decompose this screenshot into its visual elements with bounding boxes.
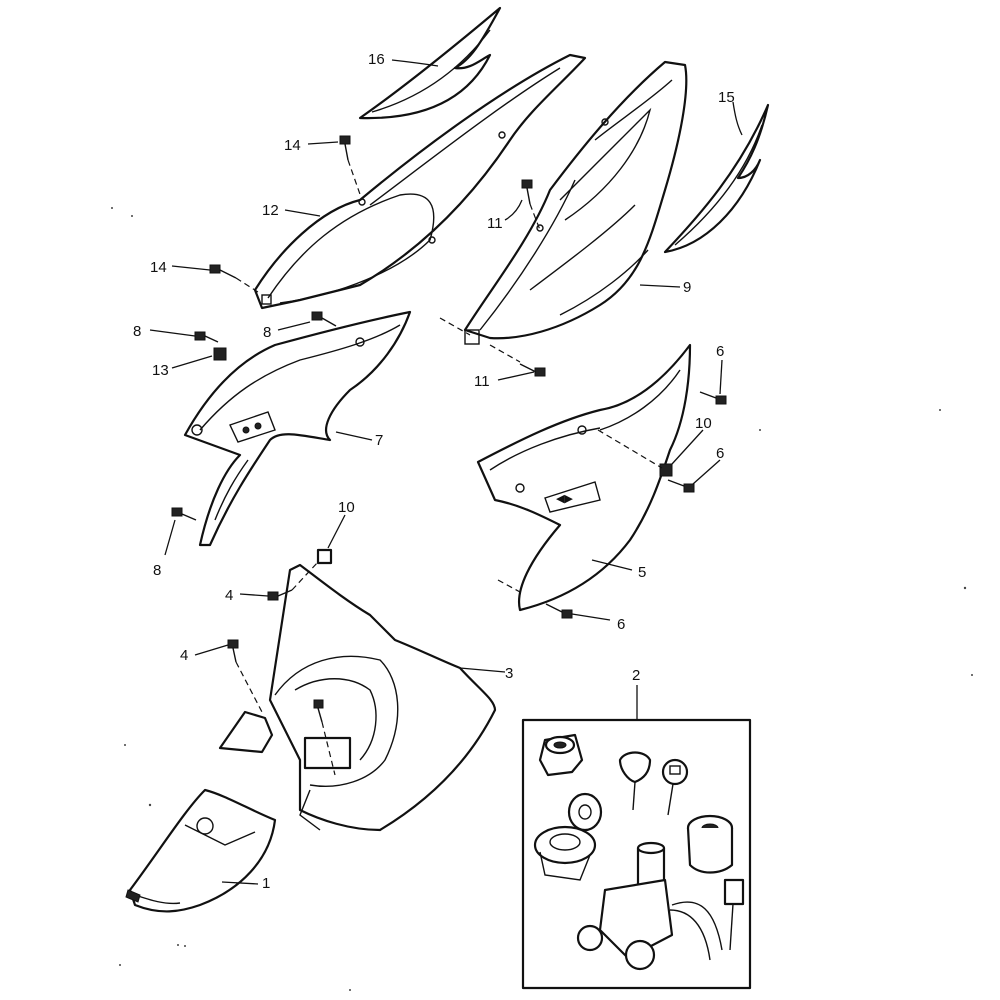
screw-icon [311,311,337,327]
assembly-lines [235,159,663,776]
part-15-decal [663,103,770,254]
screw-icon [209,264,237,279]
nut-icon [316,548,333,565]
callout-15: 15 [718,89,735,106]
screw-icon [313,699,324,723]
screw-icon [545,603,573,619]
part-12-side-cover [253,53,587,310]
callout-1: 1 [262,875,270,892]
scan-specks [111,207,973,991]
screw-icon [227,639,239,663]
fasteners [171,135,727,723]
key-icon [661,758,689,816]
screw-icon [667,479,695,493]
screw-icon [171,507,197,521]
callout-6: 6 [617,616,625,633]
seat-lock-icon [538,733,584,777]
part-16-decal [358,6,502,120]
part-3-inner-panel [218,563,497,832]
screw-icon [339,135,351,161]
callout-8: 8 [153,562,161,579]
callout-labels: 16 15 14 12 14 11 9 8 8 13 7 11 6 10 6 8… [133,51,735,892]
callout-8: 8 [133,323,141,340]
key-icon [618,751,652,811]
callout-10: 10 [695,415,712,432]
screw-icon [194,331,219,343]
leader-lines [149,59,743,885]
screw-icon [699,391,727,405]
callout-9: 9 [683,279,691,296]
callout-2: 2 [632,667,640,684]
callout-12: 12 [262,202,279,219]
callout-6: 6 [716,445,724,462]
part-2-key-set [521,718,752,990]
callout-11: 11 [474,373,490,390]
callout-8: 8 [263,324,271,341]
callout-5: 5 [638,564,646,581]
callout-4: 4 [180,647,188,664]
lock-cylinder-icon [686,814,734,874]
callout-16: 16 [368,51,385,68]
screw-icon [521,179,533,205]
callout-11: 11 [487,215,503,232]
callout-4: 4 [225,587,233,604]
callout-7: 7 [375,432,383,449]
fuel-cap-lock-icon [533,792,603,881]
callout-6: 6 [716,343,724,360]
callout-3: 3 [505,665,513,682]
callout-10: 10 [338,499,355,516]
ignition-switch-icon [576,841,745,971]
svg-text:◀▶: ◀▶ [556,492,573,505]
part-5-side-cover: ◀▶ [476,343,692,612]
callout-13: 13 [152,362,169,379]
nut-icon [659,463,673,477]
nut-icon [213,347,227,361]
callout-14: 14 [284,137,301,154]
part-1-front-cover [125,788,277,913]
callout-14: 14 [150,259,167,276]
part-9-side-cover [463,60,688,345]
screw-icon [519,363,546,377]
part-7-side-cover [183,310,412,547]
